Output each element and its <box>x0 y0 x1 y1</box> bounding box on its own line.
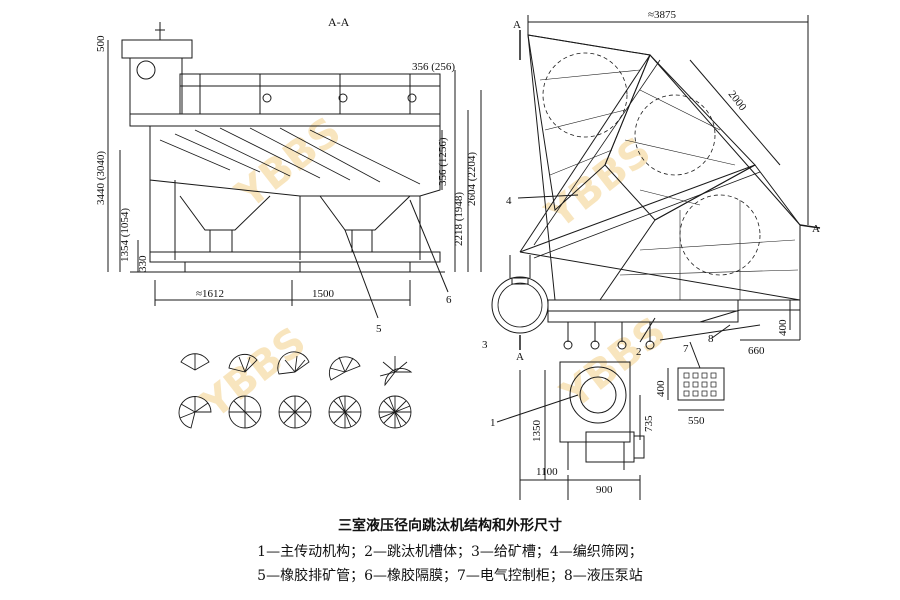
leader-4 <box>517 194 579 199</box>
callout-8: 8 <box>708 333 714 345</box>
dim-1500: 1500 <box>312 288 335 300</box>
leader-7 <box>689 341 701 369</box>
drive-frame <box>179 73 441 115</box>
section-label: A-A <box>328 15 350 29</box>
section-mark-top: A <box>513 19 521 31</box>
fan-shape-icon <box>178 396 212 429</box>
dim-356-1256: 356 (1256) <box>437 137 449 186</box>
fan-shape-icon <box>379 356 413 387</box>
caption-title: 三室液压径向跳汰机结构和外形尺寸 <box>338 517 562 534</box>
leader-1 <box>496 394 579 423</box>
main-drive-wheel <box>569 366 627 424</box>
chamber-dial <box>542 52 628 138</box>
left-dimensions: 500 3440 (3040) 1354 (1054) 330 ≈1612 15… <box>95 35 478 335</box>
dim-2000: 2000 <box>726 88 749 113</box>
leader-5 <box>344 229 379 319</box>
leader-8 <box>711 324 731 339</box>
right-plan-view <box>491 15 821 500</box>
chamber-dial <box>679 194 761 276</box>
fan-shape-icon <box>277 351 310 375</box>
section-mark-right: A <box>812 223 820 235</box>
drive-frame-base <box>559 361 631 443</box>
electrical-cabinet <box>677 367 725 401</box>
fan-shape-icon <box>278 395 312 429</box>
dim-400-box: 400 <box>655 380 667 397</box>
base-beam <box>149 251 441 263</box>
feed-port <box>136 60 156 80</box>
dim-1354: 1354 (1054) <box>119 208 131 262</box>
callout-2: 2 <box>636 346 642 358</box>
callout-7: 7 <box>683 343 689 355</box>
fan-shape-icon <box>328 395 362 429</box>
figure-caption: 三室液压径向跳汰机结构和外形尺寸 1—主传动机构；2—跳汰机槽体；3—给矿槽；4… <box>257 517 643 584</box>
feed-hopper <box>121 39 193 59</box>
callout-4: 4 <box>506 195 512 207</box>
right-dimensions: ≈3875 2000 400 660 400 550 1350 735 1100… <box>482 9 820 496</box>
screen-grid <box>539 69 799 300</box>
dim-660: 660 <box>748 345 765 357</box>
drive-motor <box>585 431 635 463</box>
callout-6: 6 <box>446 294 452 306</box>
watermark-text: YBBS <box>537 129 660 239</box>
callout-5: 5 <box>376 323 382 335</box>
dim-2604: 2604 (2204) <box>466 152 478 206</box>
leader-6 <box>409 199 449 293</box>
caption-legend-line2: 5—橡胶排矿管；6—橡胶隔膜；7—电气控制柜；8—液压泵站 <box>257 567 643 584</box>
dim-900: 900 <box>596 484 613 496</box>
callout-3: 3 <box>482 339 488 351</box>
dim-400-right: 400 <box>777 319 789 336</box>
diaphragm-shapes-grid <box>178 351 413 429</box>
dim-735: 735 <box>643 415 655 432</box>
leader-2 <box>639 317 656 343</box>
dim-550: 550 <box>688 415 705 427</box>
dim-500: 500 <box>95 35 107 52</box>
dim-2218: 2218 (1948) <box>453 192 465 246</box>
dim-1612: ≈1612 <box>196 288 224 300</box>
fan-shape-icon <box>180 353 210 371</box>
dim-3875: ≈3875 <box>648 9 677 21</box>
diaphragm-cone <box>179 195 271 231</box>
left-elevation-view <box>107 22 482 319</box>
section-mark-bottom: A <box>516 351 524 363</box>
dim-3440: 3440 (3040) <box>95 151 107 205</box>
fan-shape-icon <box>378 395 412 429</box>
chamber-dial <box>634 94 716 176</box>
top-rail <box>129 113 441 127</box>
cabinet-indicators <box>683 372 717 397</box>
watermark-group: YBBS YBBS YBBS YBBS <box>192 109 675 429</box>
feed-tank <box>491 276 549 334</box>
fan-shape-icon <box>228 353 258 373</box>
caption-legend-line1: 1—主传动机构；2—跳汰机槽体；3—给矿槽；4—编织筛网； <box>257 544 643 560</box>
screen-hatching <box>159 127 421 185</box>
callout-1: 1 <box>490 417 496 429</box>
dim-1350: 1350 <box>531 420 543 443</box>
fan-shape-icon <box>328 356 361 381</box>
hydraulic-pipe <box>699 309 800 323</box>
watermark-text: YBBS <box>227 109 350 219</box>
dim-330: 330 <box>137 255 149 272</box>
dim-1100: 1100 <box>536 466 558 478</box>
dim-356-256: 356 (256) <box>412 61 455 73</box>
diaphragm-cone <box>319 195 411 231</box>
fan-shape-icon <box>228 395 262 429</box>
